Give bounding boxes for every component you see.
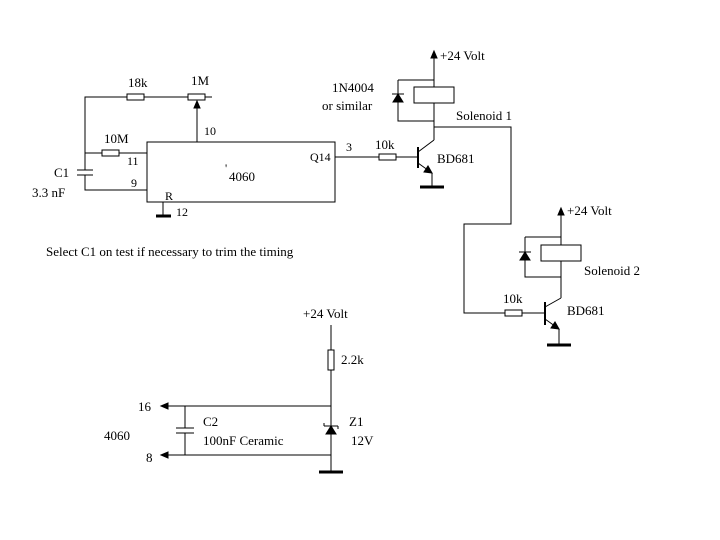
label-pin-16: 16 [138,399,152,414]
solenoid-1-coil [413,86,455,104]
label-pin-q14: Q14 [310,150,331,164]
label-z1: Z1 [349,414,363,429]
wire-diode-2 [524,237,561,278]
label-ic-mark: ' [225,161,227,175]
resistor-18k [126,93,145,101]
solenoid-2-coil [540,244,582,262]
arrow-pin16-icon [159,402,169,410]
label-r-base-1: 10k [375,137,395,152]
label-ic-name: 4060 [229,169,255,184]
solenoid-1-stage: +24 Volt 1N4004 or similar Solenoid 1 BD… [322,48,512,314]
resistor-10m [101,149,120,157]
label-supply-bottom: +24 Volt [303,306,348,321]
wiper-arrow-icon [193,99,201,109]
label-pin-8: 8 [146,450,153,465]
supply-arrow-2-icon [557,206,565,216]
arrow-pin8-icon [159,451,169,459]
supply-arrow-1-icon [430,49,438,59]
transistor-2-arrow-icon [550,321,560,330]
label-c2: C2 [203,414,218,429]
label-solenoid-1: Solenoid 1 [456,108,512,123]
diode-2-icon [519,251,531,261]
label-z1-value: 12V [351,433,374,448]
label-c1-value: 3.3 nF [32,185,65,200]
diode-1-icon [392,93,404,103]
label-supply-mid: +24 Volt [567,203,612,218]
resistor-base-1 [378,153,397,161]
label-transistor-2: BD681 [567,303,605,318]
label-pin-10: 10 [204,124,216,138]
power-supply-section: +24 Volt 2.2k 16 4060 8 C2 100nF Ceramic… [104,306,374,474]
label-ic-ref: 4060 [104,428,130,443]
label-18k: 18k [128,75,148,90]
ic-4060-body [146,141,336,203]
label-pin-9: 9 [131,176,137,190]
wire-diode-1 [397,80,434,122]
potentiometer-1m [187,93,206,101]
transistor-1-collector [417,139,435,153]
zener-z1-bar [323,423,339,429]
label-pin-12: 12 [176,205,188,219]
label-diode-1: 1N4004 [332,80,374,95]
label-solenoid-2: Solenoid 2 [584,263,640,278]
resistor-2k2 [327,349,335,371]
solenoid-2-stage: +24 Volt Solenoid 2 10k BD681 [503,203,640,347]
label-c2-value: 100nF Ceramic [203,433,284,448]
timer-section: 18k 1M 10M C1 3.3 nF 11 9 10 R 12 Q14 3 … [32,73,418,259]
label-c1: C1 [54,165,69,180]
label-2k2: 2.2k [341,352,364,367]
label-r-base-2: 10k [503,291,523,306]
wire-c1-pin9 [84,175,147,191]
label-1m: 1M [191,73,210,88]
label-transistor-1: BD681 [437,151,475,166]
label-supply-top: +24 Volt [440,48,485,63]
transistor-2-collector [544,297,562,308]
label-pin-11: 11 [127,154,139,168]
wire-stage-link [433,121,512,314]
label-10m: 10M [104,131,129,146]
note-text: Select C1 on test if necessary to trim t… [46,244,294,259]
zener-z1-icon [325,425,337,435]
label-pin-r: R [165,189,173,203]
wire-feedback-left [84,96,127,160]
label-diode-1-note: or similar [322,98,373,113]
label-pin-3: 3 [346,140,352,154]
transistor-1-arrow-icon [423,165,433,174]
resistor-base-2 [504,309,523,317]
